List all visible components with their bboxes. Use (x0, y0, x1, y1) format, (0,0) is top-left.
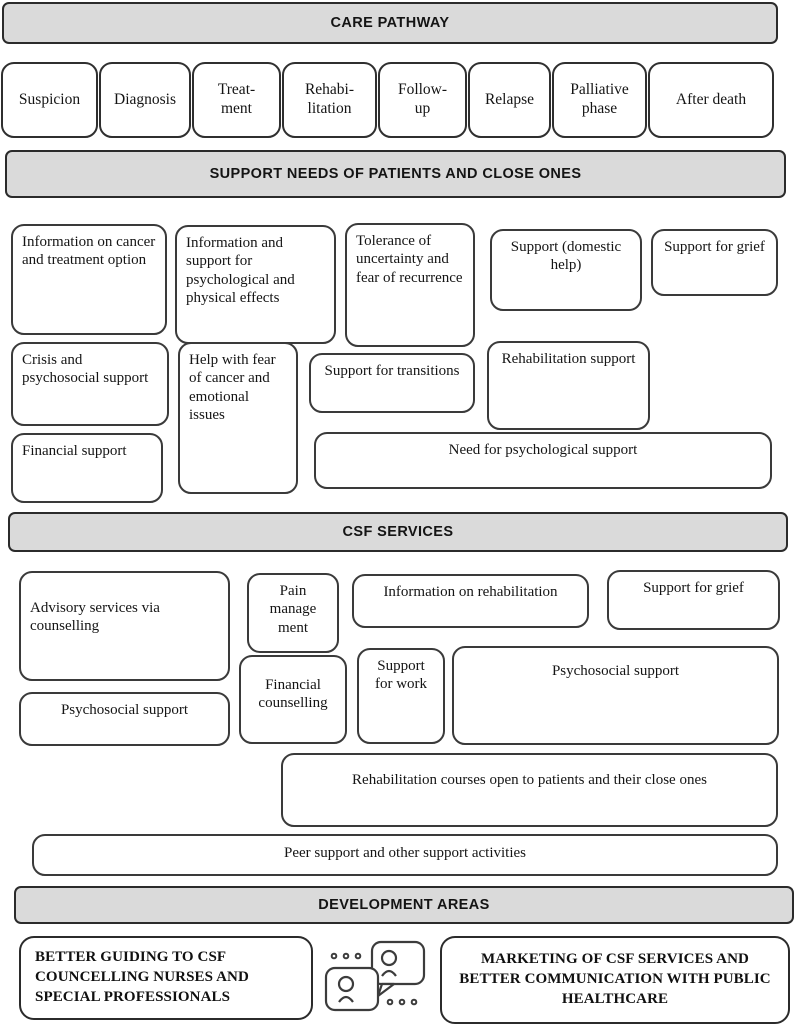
support-need-information-and-support-effects[interactable]: Information and support for psychologica… (175, 225, 336, 344)
stage-label: Relapse (484, 90, 535, 108)
support-need-information-on-cancer[interactable]: Information on cancer and treatment opti… (11, 224, 167, 335)
stage-label: Treat- ment (217, 81, 256, 117)
node-label: MARKETING OF CSF SERVICES AND BETTER COM… (459, 951, 771, 1007)
development-area-marketing-of-csf-services[interactable]: MARKETING OF CSF SERVICES AND BETTER COM… (440, 936, 790, 1024)
section-banner-support-needs: SUPPORT NEEDS OF PATIENTS AND CLOSE ONES (5, 150, 786, 198)
node-label: Crisis and psychosocial support (22, 352, 149, 387)
support-need-need-for-psychological-support[interactable]: Need for psychological support (314, 432, 772, 489)
section-banner-development-areas: DEVELOPMENT AREAS (14, 886, 794, 924)
support-need-support-domestic-help[interactable]: Support (domestic help) (490, 229, 642, 311)
node-label: Advisory services via counselling (30, 600, 160, 635)
csf-service-pain-management[interactable]: Pain manage ment (247, 573, 339, 653)
support-need-support-for-grief[interactable]: Support for grief (651, 229, 778, 296)
node-label: Pain manage ment (269, 583, 317, 636)
node-label: Support (domestic help) (510, 239, 622, 274)
section-banner-csf-services: CSF SERVICES (8, 512, 788, 552)
node-label: Support for grief (643, 580, 744, 596)
stage-treatment[interactable]: Treat- ment (192, 62, 281, 138)
node-label: Peer support and other support activitie… (283, 845, 527, 861)
support-need-help-with-fear-of-cancer[interactable]: Help with fear of cancer and emotional i… (178, 342, 298, 494)
stage-label: Palliative phase (570, 81, 629, 117)
stage-label: After death (675, 90, 747, 108)
section-title-development-areas: DEVELOPMENT AREAS (318, 897, 490, 913)
stage-relapse[interactable]: Relapse (468, 62, 551, 138)
stage-label: Suspicion (18, 90, 81, 108)
node-label: Help with fear of cancer and emotional i… (189, 352, 276, 424)
csf-service-support-for-grief[interactable]: Support for grief (607, 570, 780, 630)
node-label: Information and support for psychologica… (186, 235, 295, 307)
stage-label: Rehabi- litation (304, 81, 355, 117)
node-label: Financial counselling (258, 677, 328, 712)
support-need-rehabilitation-support[interactable]: Rehabilitation support (487, 341, 650, 430)
node-label: Rehabilitation support (501, 351, 636, 367)
stage-rehabilitation[interactable]: Rehabi- litation (282, 62, 377, 138)
csf-service-psychosocial-support-right[interactable]: Psychosocial support (452, 646, 779, 745)
stage-follow-up[interactable]: Follow- up (378, 62, 467, 138)
dialogue-icon (320, 938, 430, 1018)
node-label: Need for psychological support (448, 442, 638, 458)
node-label: Psychosocial support (551, 663, 680, 679)
csf-service-peer-support[interactable]: Peer support and other support activitie… (32, 834, 778, 876)
csf-service-rehabilitation-courses[interactable]: Rehabilitation courses open to patients … (281, 753, 778, 827)
node-label: Psychosocial support (60, 702, 189, 718)
node-label: Rehabilitation courses open to patients … (352, 772, 707, 788)
node-label: Information on cancer and treatment opti… (22, 234, 156, 269)
node-label: Support for grief (664, 239, 765, 255)
support-need-tolerance-of-uncertainty[interactable]: Tolerance of uncertainty and fear of rec… (345, 223, 475, 347)
stage-after-death[interactable]: After death (648, 62, 774, 138)
csf-service-advisory-services-via-counselling[interactable]: Advisory services via counselling (19, 571, 230, 681)
stage-diagnosis[interactable]: Diagnosis (99, 62, 191, 138)
stage-label: Diagnosis (114, 90, 176, 108)
node-label: Tolerance of uncertainty and fear of rec… (356, 233, 463, 286)
support-need-financial-support[interactable]: Financial support (11, 433, 163, 503)
stage-suspicion[interactable]: Suspicion (1, 62, 98, 138)
section-title-support-needs: SUPPORT NEEDS OF PATIENTS AND CLOSE ONES (209, 166, 582, 182)
section-banner-care-pathway: CARE PATHWAY (2, 2, 778, 44)
support-need-support-for-transitions[interactable]: Support for transitions (309, 353, 475, 413)
csf-service-psychosocial-support-left[interactable]: Psychosocial support (19, 692, 230, 746)
stage-palliative-phase[interactable]: Palliative phase (552, 62, 647, 138)
section-title-csf-services: CSF SERVICES (342, 524, 454, 540)
stage-label: Follow- up (397, 81, 448, 117)
node-label: BETTER GUIDING TO CSF COUNCELLING NURSES… (35, 949, 249, 1005)
csf-service-financial-counselling[interactable]: Financial counselling (239, 655, 347, 744)
node-label: Support for work (374, 658, 428, 693)
node-label: Support for transitions (324, 363, 460, 379)
development-area-better-guiding[interactable]: BETTER GUIDING TO CSF COUNCELLING NURSES… (19, 936, 313, 1020)
node-label: Information on rehabilitation (383, 584, 558, 600)
support-need-crisis-and-psychosocial-support[interactable]: Crisis and psychosocial support (11, 342, 169, 426)
csf-service-support-for-work[interactable]: Support for work (357, 648, 445, 744)
csf-service-information-on-rehabilitation[interactable]: Information on rehabilitation (352, 574, 589, 628)
section-title-care-pathway: CARE PATHWAY (330, 15, 450, 31)
node-label: Financial support (22, 443, 127, 459)
